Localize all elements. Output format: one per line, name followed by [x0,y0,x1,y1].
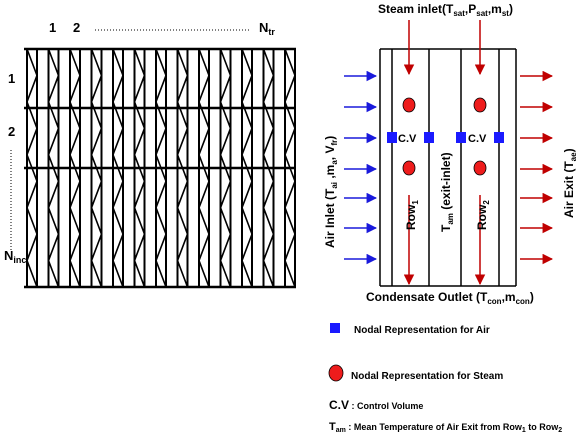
air-node [456,132,466,143]
air-inlet-arrows [344,70,378,265]
tam-mid-label: Tam (exit-inlet) [439,152,455,232]
tube-column [112,48,124,288]
air-exit-arrows [520,70,554,265]
tube-column [198,48,210,288]
steam-inlet-label: Steam inlet(Tsat,Psat,mst) [378,2,513,18]
steam-node [473,97,487,113]
grid-labels: 1 2 Ntr 1 2 Ninc [4,20,275,265]
air-node [424,132,434,143]
fin-zigzag [176,48,189,288]
tube-column [262,48,275,288]
fin-zigzag [155,48,167,288]
fin-zigzag [198,48,210,288]
legend: Nodal Representation for Air Nodal Repre… [328,323,562,434]
tube-column [90,48,103,288]
tube-column [26,48,38,288]
legend-steam-node-icon [328,364,344,382]
fin-zigzag [47,48,60,288]
tube-column [284,48,296,288]
legend-air-node-text: Nodal Representation for Air [354,325,490,336]
fin-zigzag [133,48,146,288]
steam-node [473,160,487,176]
row2-label: Row2 [475,200,491,230]
tube-column [133,48,146,288]
legend-tam: Tam : Mean Temperature of Air Exit from … [329,421,562,434]
col-label-last: Ntr [259,20,275,37]
air-node [387,132,397,143]
tube-column [47,48,60,288]
tube-column [219,48,232,288]
schematic: Steam inlet(Tsat,Psat,mst) [323,2,578,306]
fin-zigzag [112,48,124,288]
air-exit-label: Air Exit (Tae) [562,148,578,218]
tube-column [241,48,253,288]
condensate-outlet-label: Condensate Outlet (Tcon,mcon) [366,290,534,306]
tube-column [155,48,167,288]
col-label-2: 2 [73,20,80,35]
air-inlet-label: Air Inlet (Tai ,ma, Vfr) [323,136,339,248]
tube-bank-grid [24,47,296,289]
cv-label-row2: C.V [468,133,487,145]
fin-zigzag [262,48,275,288]
row-label-1: 1 [8,71,15,86]
fin-zigzag [90,48,103,288]
legend-cv: C.V : Control Volume [329,398,423,412]
fin-zigzag [219,48,232,288]
fin-zigzag [241,48,253,288]
row-label-2: 2 [8,124,15,139]
steam-node [402,97,416,113]
tube-columns [26,48,296,288]
fin-zigzag [69,48,81,288]
fin-zigzag [26,48,38,288]
row1-label: Row1 [404,200,420,230]
steam-node [402,160,416,176]
tube-column [69,48,81,288]
tube-column [176,48,189,288]
fin-zigzag [284,48,296,288]
row-label-last: Ninc [4,248,26,265]
legend-steam-node-text: Nodal Representation for Steam [351,371,503,382]
legend-air-node-icon [330,323,340,333]
col-label-1: 1 [49,20,56,35]
cv-label-row1: C.V [398,133,417,145]
air-node [494,132,504,143]
